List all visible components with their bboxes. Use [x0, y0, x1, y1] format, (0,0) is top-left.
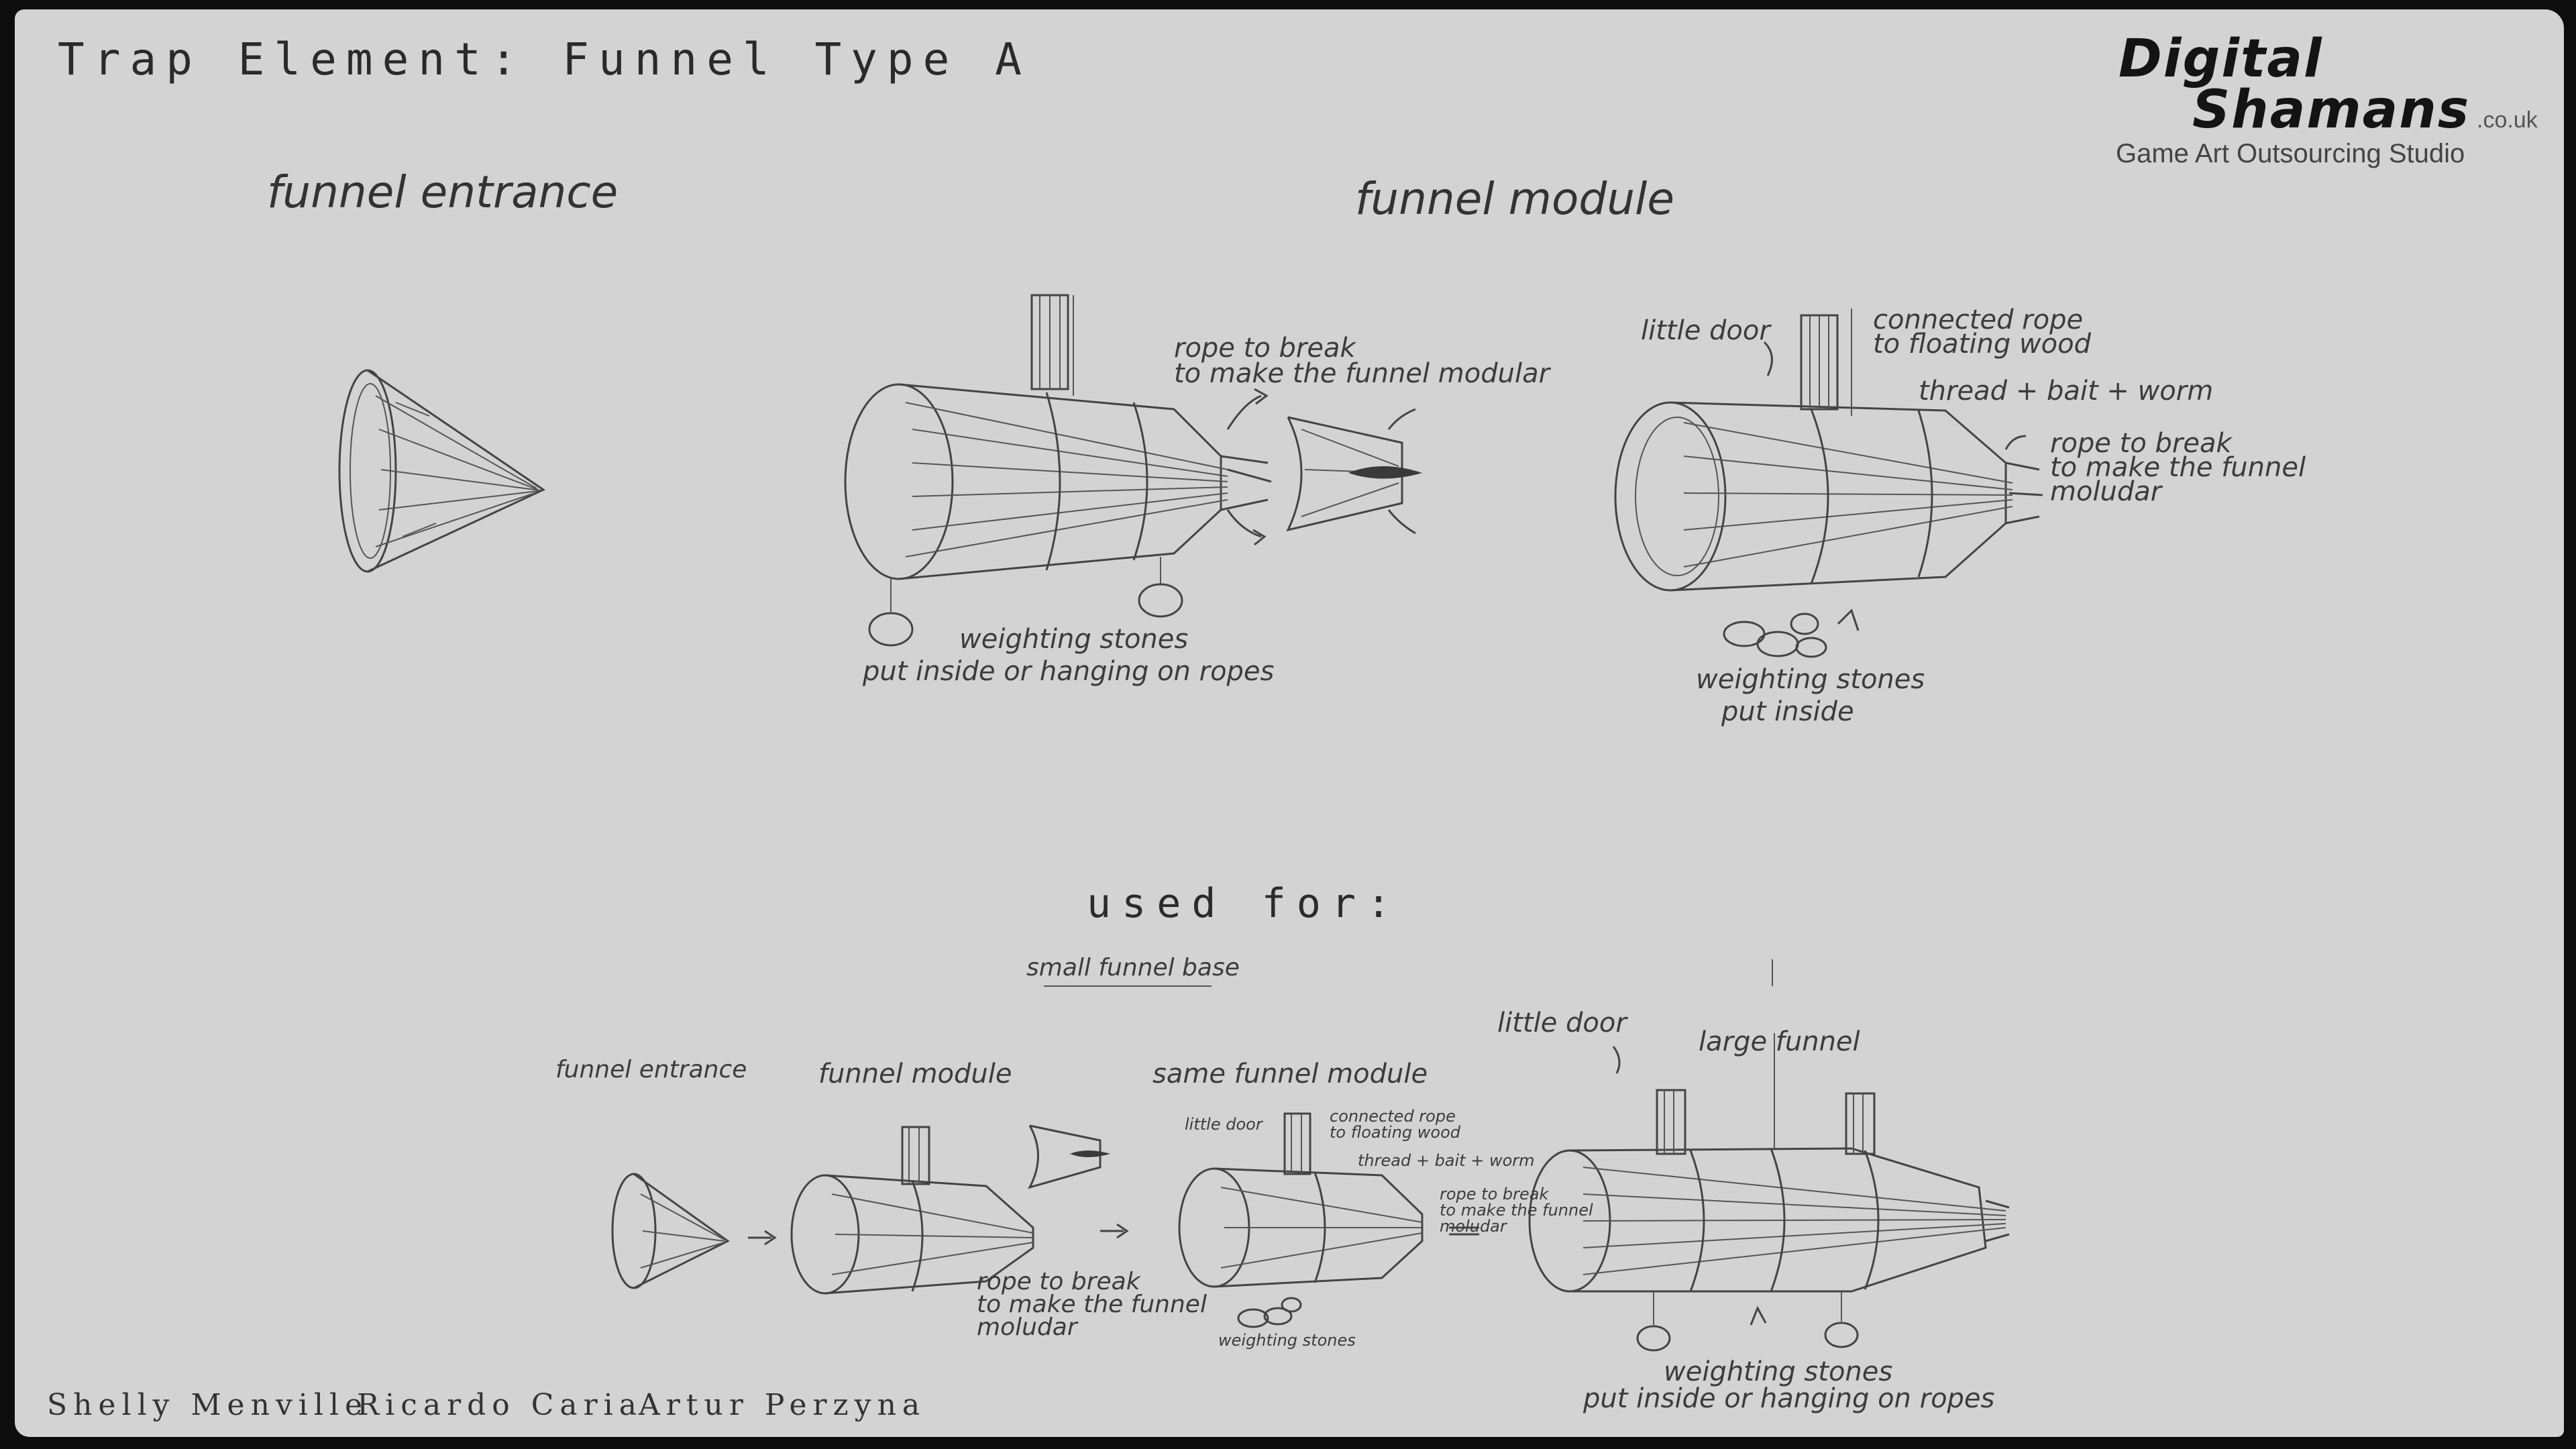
label-b-same-module: same funnel module [1152, 1059, 1428, 1089]
heading-used-for: used for: [1087, 880, 1402, 927]
funnel-entrance-sketch [338, 369, 546, 573]
assembled-trap-sketch [1614, 309, 2043, 658]
label-b-little-door: little door [1497, 1008, 1627, 1038]
label-b-funnel-entrance: funnel entrance [555, 1056, 747, 1083]
label-rope-break-1: rope to break [1174, 333, 1356, 364]
label-put-inside: put inside [1721, 696, 1854, 727]
label-connected-rope-2: to floating wood [1873, 329, 2091, 360]
label-b-rope-mid-3: moludar [977, 1313, 1077, 1341]
label-b-rope-mid-1: rope to break [977, 1268, 1140, 1295]
label-b-little-door-small: little door [1185, 1115, 1263, 1134]
label-connected-rope-1: connected rope [1873, 305, 2084, 335]
credit-3: Artur Perzyna [639, 1388, 926, 1422]
label-b-rope-sm-3: moludar [1440, 1217, 1507, 1236]
label-little-door: little door [1641, 315, 1770, 346]
label-weighting-stones-b: weighting stones [1696, 664, 1925, 695]
label-b-rope-sm-2: to make the funnel [1440, 1201, 1593, 1220]
label-weighting-stones-2: put inside or hanging on ropes [863, 656, 1275, 687]
label-b-weighting-large-2: put inside or hanging on ropes [1583, 1383, 1995, 1414]
heading-funnel-module: funnel module [1355, 173, 1674, 225]
label-b-weighting-large: weighting stones [1664, 1356, 1893, 1387]
label-rope-b-1: rope to break [2050, 428, 2232, 459]
bottom-sequence-sketch [611, 959, 2010, 1352]
logo-domain: .co.uk [2477, 107, 2538, 133]
label-b-thread: thread + bait + worm [1358, 1151, 1535, 1170]
page-title: Trap Element: Funnel Type A [58, 34, 1031, 85]
label-rope-break-2: to make the funnel modular [1174, 358, 1550, 389]
label-small-funnel-base: small funnel base [1026, 954, 1240, 981]
funnel-module-sketch [844, 294, 1422, 647]
label-b-connected-1: connected rope [1330, 1107, 1456, 1126]
credit-2: Ricardo Caria [357, 1388, 643, 1422]
label-b-connected-2: to floating wood [1330, 1123, 1460, 1142]
label-thread-bait: thread + bait + worm [1919, 376, 2214, 407]
label-weighting-stones: weighting stones [959, 624, 1189, 655]
logo-subtitle: Game Art Outsourcing Studio [2116, 139, 2465, 168]
heading-funnel-entrance: funnel entrance [267, 166, 619, 218]
label-b-funnel-module: funnel module [818, 1059, 1012, 1089]
logo-line-2: Shamans [2192, 80, 2471, 140]
label-b-rope-mid-2: to make the funnel [977, 1291, 1207, 1318]
label-rope-b-3: moludar [2050, 476, 2162, 507]
label-b-weighting-small: weighting stones [1218, 1331, 1356, 1350]
logo-line-1: Digital [2118, 29, 2323, 89]
credit-1: Shelly Menville [47, 1388, 369, 1422]
label-b-rope-sm-1: rope to break [1440, 1185, 1549, 1203]
label-b-large-funnel: large funnel [1699, 1026, 1860, 1057]
label-rope-b-2: to make the funnel [2050, 452, 2306, 483]
